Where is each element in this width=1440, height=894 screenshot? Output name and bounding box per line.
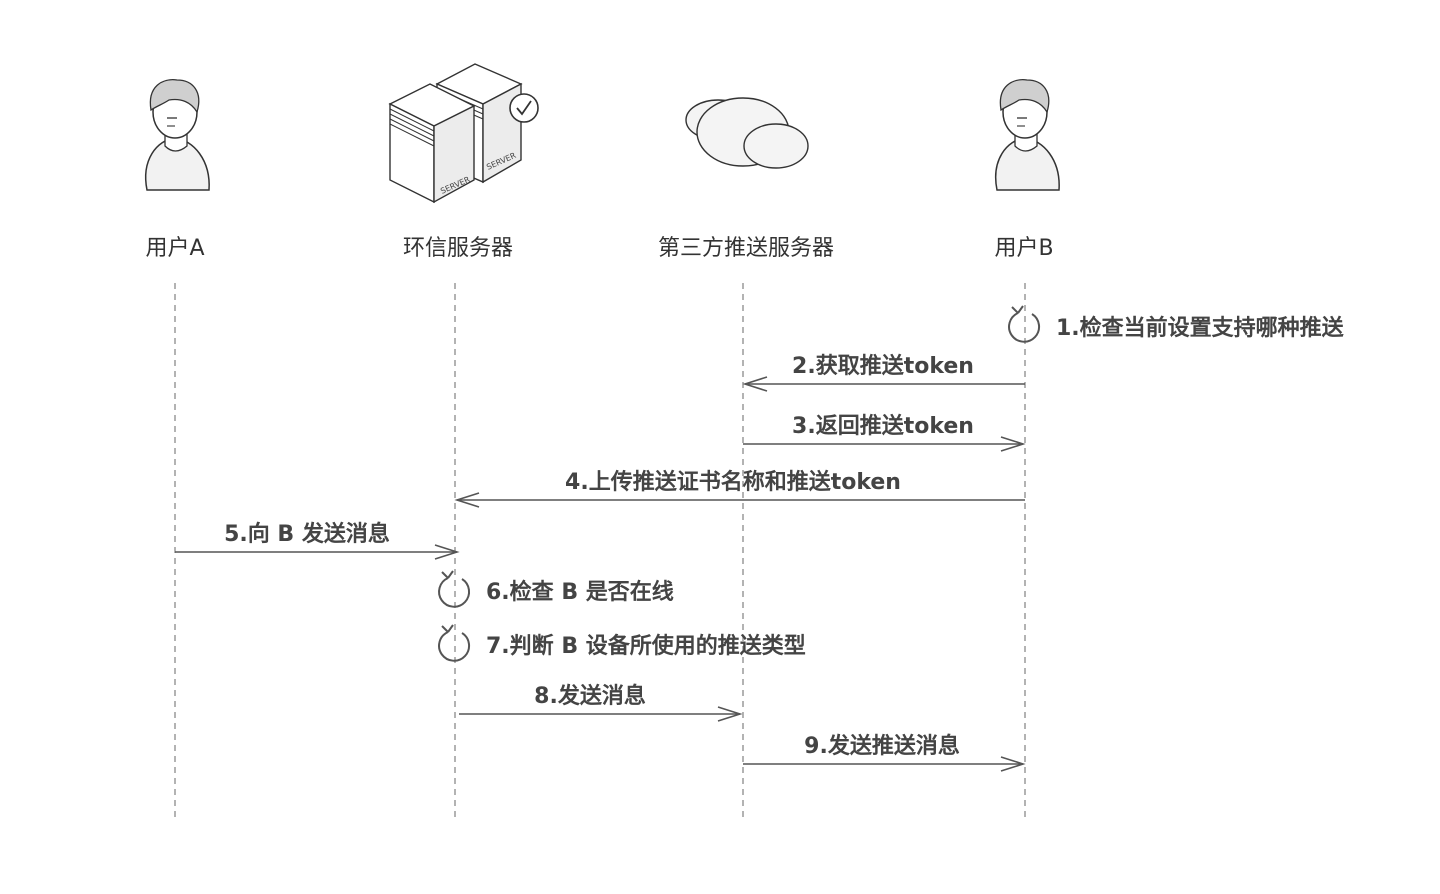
message-label-step-3: 3.返回推送token: [792, 413, 974, 439]
arrowhead-step-4: [454, 492, 480, 508]
refresh-icon: [438, 570, 471, 608]
server-icon: SERVER SERVER: [388, 63, 539, 204]
message-label-step-4: 4.上传推送证书名称和推送token: [565, 469, 901, 495]
check-icon: [509, 93, 539, 123]
user-b-person-icon: [995, 79, 1060, 191]
arrowhead-step-2: [742, 376, 768, 392]
arrowhead-step-9: [1000, 756, 1026, 772]
arrowhead-step-3: [1000, 436, 1026, 452]
user-a-person-icon: [145, 79, 210, 191]
refresh-icon: [1008, 305, 1041, 343]
arrowhead-step-5: [434, 544, 460, 560]
message-label-step-2: 2.获取推送token: [792, 353, 974, 379]
arrowhead-step-8: [717, 706, 743, 722]
refresh-icon: [438, 624, 471, 662]
message-label-step-5: 5.向 B 发送消息: [224, 521, 390, 547]
cloud-icon: [685, 97, 809, 169]
message-label-step-9: 9.发送推送消息: [804, 733, 960, 759]
message-label-step-8: 8.发送消息: [534, 683, 646, 709]
message-label-step-1: 1.检查当前设置支持哪种推送: [1056, 315, 1344, 341]
actor-label-user-b: 用户B: [994, 236, 1053, 261]
message-label-step-7: 7.判断 B 设备所使用的推送类型: [486, 633, 806, 659]
actor-label-user-a: 用户A: [145, 236, 204, 261]
message-label-step-6: 6.检查 B 是否在线: [486, 579, 674, 605]
actor-label-server: 环信服务器: [403, 236, 513, 261]
actor-label-push-server: 第三方推送服务器: [658, 236, 834, 261]
